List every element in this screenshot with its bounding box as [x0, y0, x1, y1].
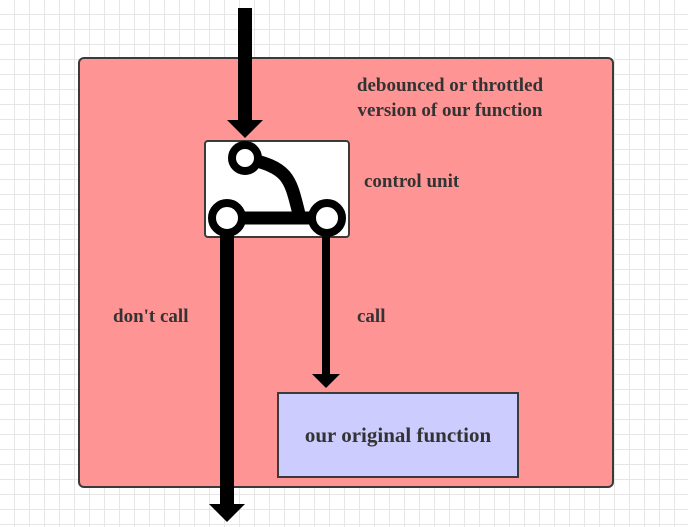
dont-call-label: don't call: [113, 306, 189, 327]
call-label: call: [357, 306, 386, 327]
original-function-label: our original function: [304, 422, 492, 447]
control-unit-label: control unit: [364, 171, 460, 192]
dont-call-arrow: [209, 234, 245, 522]
switch-icon: [208, 141, 346, 237]
wrapper-label: debounced or throttled version of our fu…: [340, 73, 560, 123]
input-arrow: [227, 8, 263, 138]
call-arrow: [312, 234, 340, 388]
wrapper-label-line2: version of our function: [357, 100, 543, 121]
wrapper-label-line1: debounced or throttled: [356, 75, 544, 96]
original-function-box: our original function: [277, 392, 519, 478]
